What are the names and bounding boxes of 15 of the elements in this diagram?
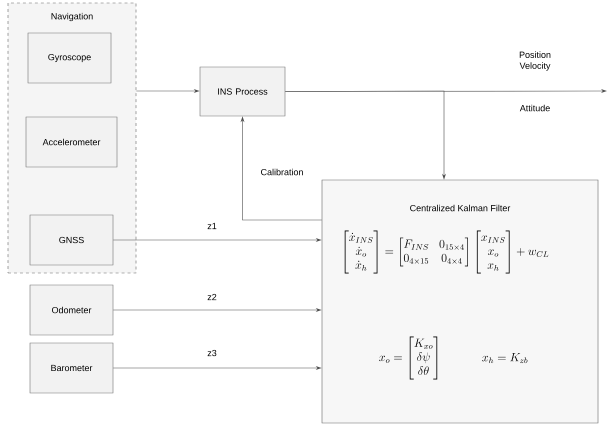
output-label: Position Velocity — [520, 51, 550, 71]
equation: $\begin{bmatrix}\dot{x}_{INS}\\ \dot{x}_o\\ \dot{x}_h\end{bmatrix}=\begin{bmatrix}F_{INS} & 0_{15\times 4}\\ 0_{4\times 15} & 0_{4\times 4}\end{bmatrix}\begin{bmatrix}x_{INS}\\ x_o\\ x_h\end{bmatrix}+w_{CL}$ — [344, 230, 548, 274]
sensor-box: Accelerometer — [26, 116, 118, 168]
process-box: INS Process — [200, 66, 286, 116]
equation: $x_h=K_{zb}$ — [482, 353, 528, 364]
equation: $x_o=\begin{bmatrix}K_{xo}\\ \delta\psi\\ \delta\theta\end{bmatrix}$ — [379, 336, 438, 380]
edge-label: z2 — [206, 292, 218, 302]
edge-label: z1 — [206, 222, 218, 230]
edge-label: z3 — [206, 348, 218, 358]
edge-label: Calibration — [260, 168, 304, 176]
sensor-box: GNSS — [30, 214, 114, 266]
output-label: Attitude — [520, 104, 550, 112]
sensor-box: Odometer — [30, 284, 114, 336]
sensor-box: Gyroscope — [28, 32, 112, 84]
sensor-box: Barometer — [30, 342, 114, 394]
